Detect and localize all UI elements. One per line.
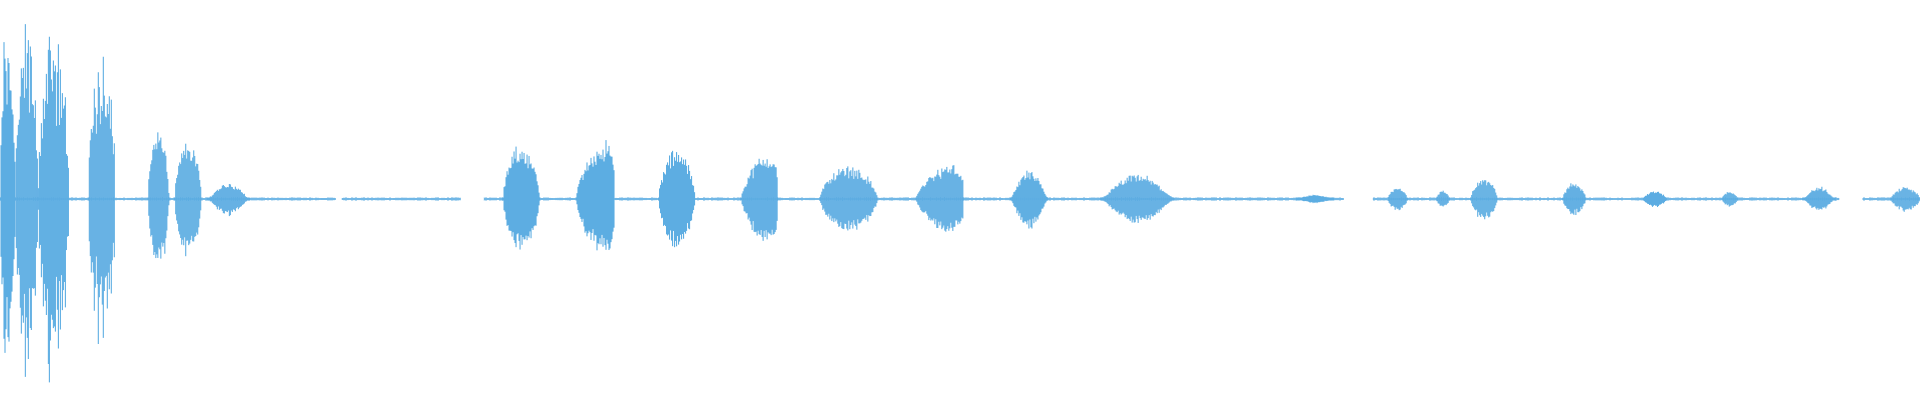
waveform-segment: [37, 36, 69, 383]
waveform-segment: [819, 166, 878, 231]
waveform-gap: [1344, 196, 1373, 202]
waveform-segment: [174, 143, 202, 257]
waveform-segment: [1470, 180, 1498, 220]
waveform-gap: [460, 196, 484, 202]
waveform-segment: [502, 146, 540, 250]
waveform-segment: [1642, 191, 1668, 208]
waveform-segment: [1295, 194, 1335, 204]
waveform-segment: [1435, 190, 1450, 207]
waveform-bars: [0, 24, 1920, 383]
waveform-segment: [740, 158, 778, 241]
waveform-segment: [206, 184, 250, 217]
waveform-segment: [658, 150, 696, 248]
waveform-segment: [87, 56, 115, 345]
waveform-gap: [1839, 196, 1863, 202]
waveform-segment: [1890, 187, 1920, 212]
waveform-segment: [915, 165, 965, 232]
waveform-segment: [1387, 188, 1408, 211]
waveform-segment: [1721, 192, 1738, 207]
waveform-segment: [147, 132, 170, 259]
waveform-segment: [575, 140, 615, 251]
waveform-segment: [1009, 170, 1049, 229]
waveform-segment: [1562, 183, 1587, 216]
waveform-segment: [1802, 186, 1836, 210]
waveform-segment: [0, 42, 16, 353]
waveform-segment: [14, 24, 39, 377]
waveform-segment: [1099, 174, 1175, 223]
waveform-gap: [336, 196, 342, 202]
